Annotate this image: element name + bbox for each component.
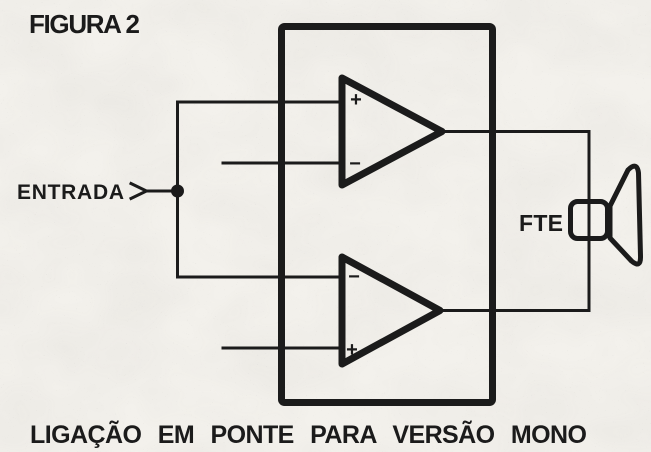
speaker: FTE	[519, 163, 644, 267]
speaker-cone	[607, 163, 644, 267]
junction-dot	[171, 184, 184, 198]
output-bridge-wire	[438, 130, 591, 312]
input-section: ENTRADA	[17, 100, 344, 350]
bottom-amp-noninverting-sign: +	[346, 339, 358, 361]
bottom-amplifier: − +	[338, 253, 444, 368]
top-amp-noninverting-sign: +	[350, 89, 362, 111]
speaker-label: FTE	[519, 210, 563, 236]
top-amp-inverting-sign: −	[349, 153, 361, 175]
input-label: ENTRADA	[17, 181, 124, 204]
amplifier-module-box	[278, 23, 496, 406]
bottom-amp-inverting-sign: −	[348, 266, 360, 288]
figure-caption: LIGAÇÃO EM PONTE PARA VERSÃO MONO	[30, 419, 587, 449]
top-amplifier-triangle	[338, 74, 446, 189]
bottom-amplifier-triangle	[338, 253, 444, 368]
figure-title: FIGURA 2	[29, 9, 140, 39]
top-amplifier: + −	[338, 74, 446, 189]
